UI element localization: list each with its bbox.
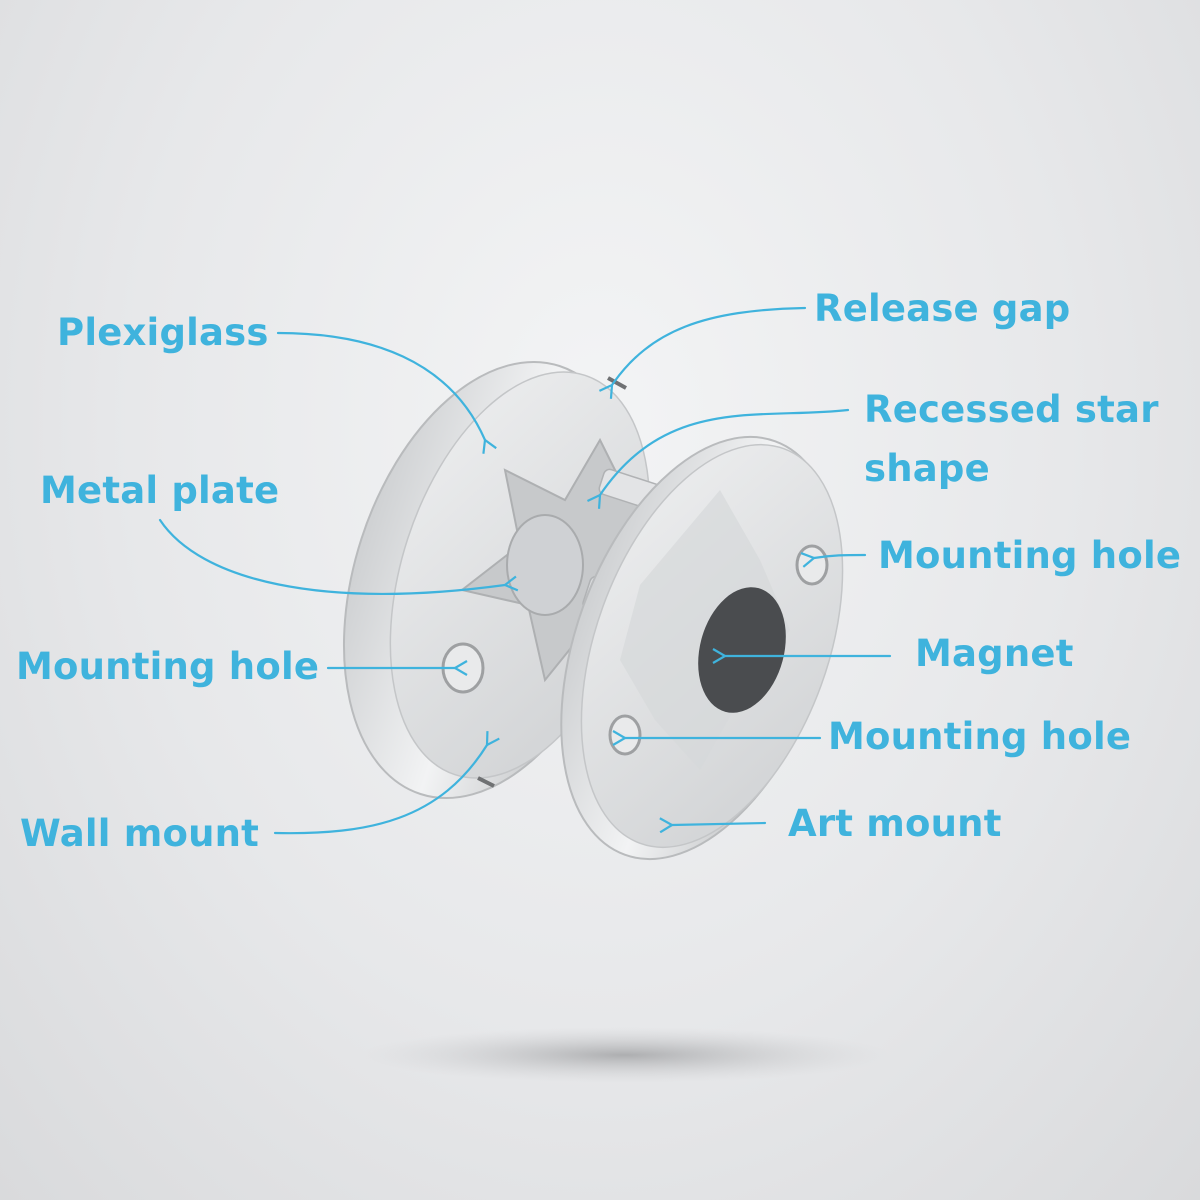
leader-art-mount (672, 823, 767, 825)
label-recessed-star-line1: Recessed star (864, 388, 1159, 431)
label-magnet: Magnet (915, 632, 1074, 675)
floor-shadow (360, 1027, 890, 1083)
leader-release-gap (612, 306, 807, 385)
metal-plate (506, 514, 584, 616)
label-mounting-hole-left: Mounting hole (16, 645, 320, 688)
label-mounting-hole-right-bottom: Mounting hole (828, 715, 1132, 758)
release-gap-top (607, 376, 627, 390)
label-plexiglass: Plexiglass (57, 311, 269, 354)
label-release-gap: Release gap (814, 287, 1071, 330)
magnet (698, 587, 786, 713)
art-mounting-hole-top (795, 544, 829, 586)
label-metal-plate: Metal plate (40, 469, 280, 512)
art-mounting-hole-bottom (608, 714, 642, 756)
leader-plexiglass (276, 331, 485, 440)
release-gap-bottom (477, 776, 495, 788)
leader-metal-plate (158, 518, 505, 595)
label-wall-mount: Wall mount (20, 812, 260, 855)
art-mount-part (560, 435, 844, 861)
label-art-mount: Art mount (788, 802, 1002, 845)
label-recessed-star-line2: shape (864, 447, 990, 490)
leader-wall-mount (273, 745, 487, 835)
leader-recessed-star (600, 408, 850, 495)
leader-mounting-hole-right-top (814, 555, 867, 558)
label-mounting-hole-right-top: Mounting hole (878, 534, 1182, 577)
